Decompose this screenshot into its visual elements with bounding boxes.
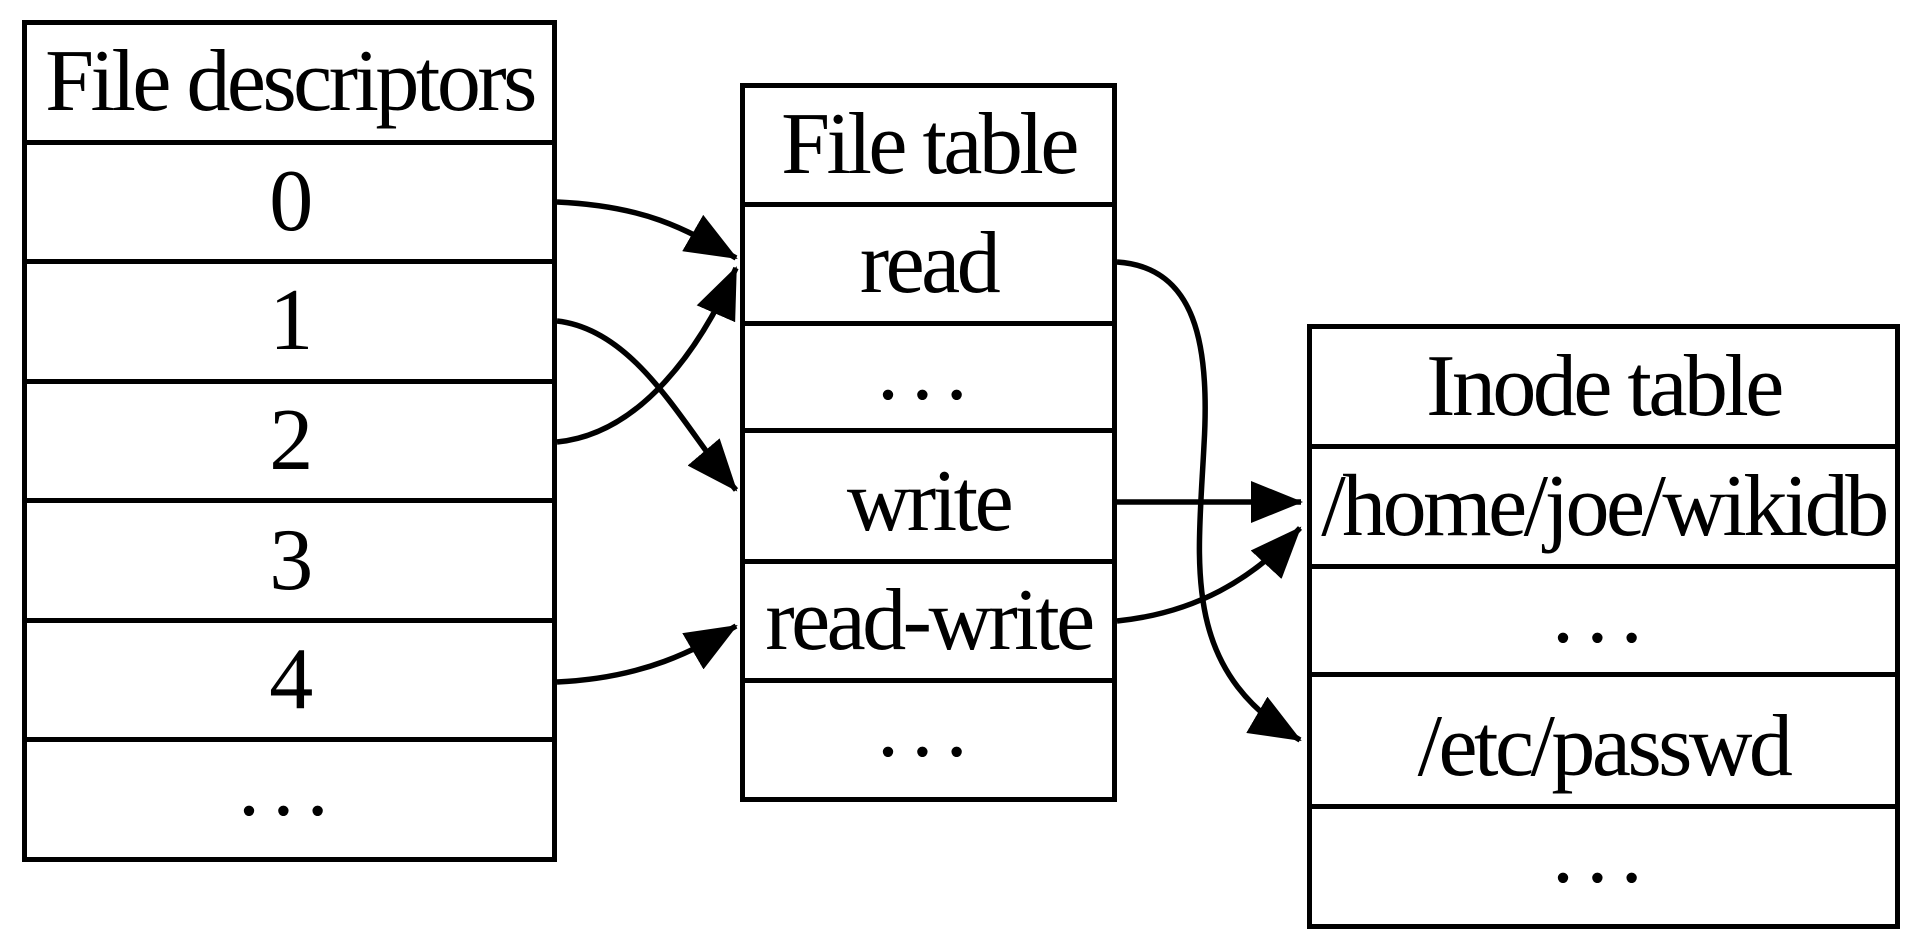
arrow-read-to-etc-passwd (1116, 259, 1302, 743)
inode-row-home-joe-wikidb: /home/joe/wikidb (1312, 449, 1895, 569)
fd-row-4: 4 (27, 623, 552, 743)
file-table-title: File table (745, 88, 1112, 207)
file-table-row-write: write (745, 445, 1112, 564)
fd-row-1: 1 (27, 264, 552, 384)
inode-row-ellipsis-1: ... (1312, 557, 1895, 677)
arrow-fd0-to-read (556, 199, 738, 261)
fd-row-2: 2 (27, 384, 552, 504)
fd-row-ellipsis: ... (238, 738, 341, 836)
arrow-fd1-to-write (556, 318, 739, 492)
inode-table: Inode table /home/joe/wikidb ... /etc/pa… (1307, 324, 1900, 929)
file-table-row-ellipsis-1: ... (745, 314, 1112, 433)
file-table-row-read: read (745, 207, 1112, 326)
file-table-row-ellipsis-2: ... (877, 678, 980, 776)
fd-row-0: 0 (27, 145, 552, 265)
arrow-fd4-to-read-write (556, 623, 738, 685)
file-descriptors-table: File descriptors 0 1 2 3 4 ... (22, 20, 557, 862)
arrow-fd2-to-read (556, 266, 739, 445)
inode-row-ellipsis-2: ... (1552, 805, 1655, 903)
fd-row-3: 3 (27, 503, 552, 623)
file-table-row-read-write: read-write (745, 564, 1112, 683)
file-descriptors-title: File descriptors (27, 25, 552, 145)
file-table: File table read ... write read-write ... (740, 83, 1117, 802)
inode-table-title: Inode table (1312, 329, 1895, 449)
inode-row-etc-passwd: /etc/passwd (1312, 689, 1895, 809)
arrow-read-write-to-wikidb (1116, 526, 1303, 624)
